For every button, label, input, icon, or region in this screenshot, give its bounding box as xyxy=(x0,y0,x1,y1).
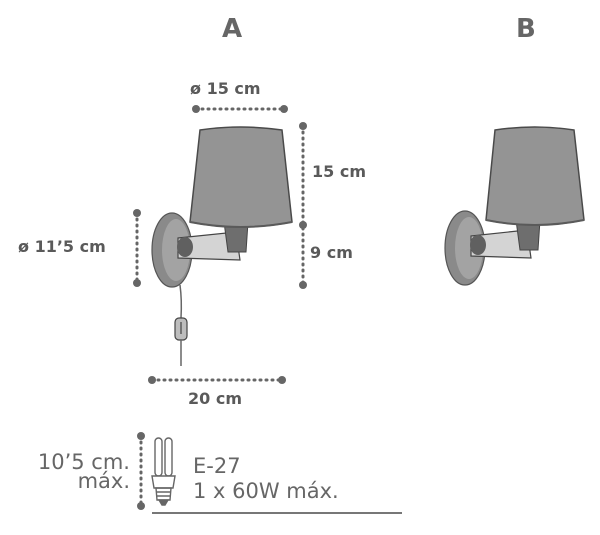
dim-height-mid xyxy=(299,221,307,229)
bulb-power-label: 1 x 60W máx. xyxy=(193,479,339,503)
lamp-a-wall-plate-face xyxy=(162,219,190,281)
lamp-b-drawing xyxy=(444,126,585,286)
base-diameter-label: ø 11’5 cm xyxy=(18,237,106,256)
lamp-a-shade-rim xyxy=(189,221,293,228)
lamp-b-wall-plate-face xyxy=(455,217,483,279)
lamp-b-arm-joint xyxy=(470,235,486,255)
dim-base-diameter-end-bottom xyxy=(133,279,141,287)
lamp-a-cable xyxy=(179,284,183,319)
variant-b-label: B xyxy=(516,14,536,44)
bulb-socket-label: E-27 xyxy=(193,454,241,478)
width-label: 20 cm xyxy=(188,389,242,408)
lamp-b-shade-rim xyxy=(485,219,585,226)
bulb-length-line1: 10’5 cm. xyxy=(37,450,130,474)
lamp-b-shade xyxy=(485,126,585,226)
lamp-a-shade xyxy=(189,126,293,228)
shade-height-label: 15 cm xyxy=(312,162,366,181)
lamp-a-drawing xyxy=(151,126,293,366)
shade-diameter-label: ø 15 cm xyxy=(190,79,261,98)
bulb-tube-left xyxy=(154,437,163,477)
dim-bulb-length-end-top xyxy=(137,432,145,440)
arm-height-label: 9 cm xyxy=(310,243,353,262)
bulb-icon xyxy=(151,437,176,506)
bulb-length-line2: máx. xyxy=(77,469,130,493)
bulb-tube-right xyxy=(164,437,173,477)
variant-a-label: A xyxy=(222,14,243,44)
bulb-screw-base xyxy=(155,487,172,501)
dim-shade-diameter-end-right xyxy=(280,105,288,113)
bulb-tip xyxy=(157,499,170,506)
dim-shade-diameter-end-left xyxy=(192,105,200,113)
lamp-a-arm-joint xyxy=(177,237,193,257)
dim-base-diameter-end-top xyxy=(133,209,141,217)
dim-bulb-length-end-bottom xyxy=(137,502,145,510)
dim-height-end-bottom xyxy=(299,281,307,289)
dim-width-end-left xyxy=(148,376,156,384)
dim-width-end-right xyxy=(278,376,286,384)
bulb-ballast xyxy=(151,475,176,489)
dimension-lines xyxy=(133,105,307,510)
dim-height-end-top xyxy=(299,122,307,130)
